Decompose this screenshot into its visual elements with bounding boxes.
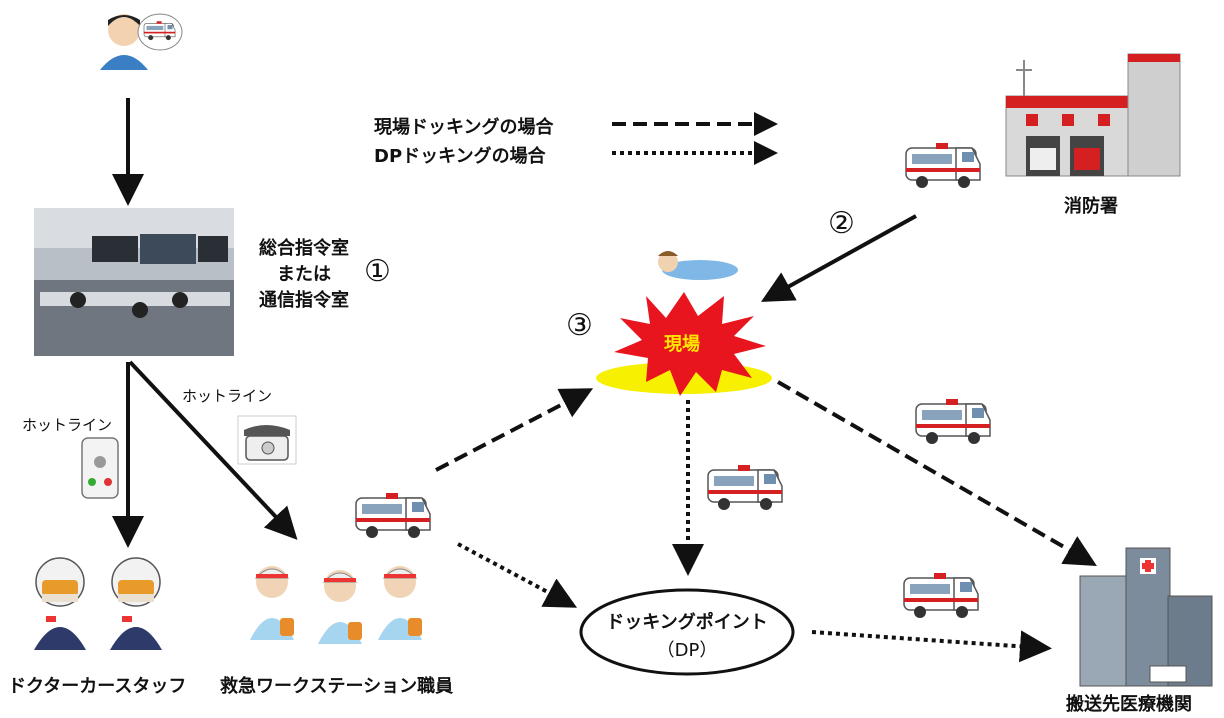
docking-point-label: ドッキングポイント [606, 612, 768, 633]
command-center-line3: 通信指令室 [259, 290, 349, 311]
ambulance-fire-station [905, 142, 981, 189]
scene-label: 現場 [664, 334, 700, 355]
step-1-marker: ① [364, 254, 391, 289]
hotline-right-label: ホットライン [182, 387, 273, 405]
ws-staff-illustration [249, 565, 423, 645]
caller-illustration [100, 13, 183, 70]
arrow-fire-to-scene [761, 214, 917, 302]
arrow-center-to-ws [128, 360, 298, 540]
docking-point-ellipse [579, 588, 795, 676]
ambulance-ws [355, 492, 431, 539]
doctor-car-staff-label: ドクターカースタッフ [8, 676, 187, 697]
scene-marker [596, 292, 772, 396]
command-center-photo [34, 208, 234, 356]
arrow-dp-to-hospital [811, 630, 1052, 663]
command-center-line1: 総合指令室 [259, 238, 349, 259]
hospital-illustration [1079, 547, 1213, 687]
hospital-label: 搬送先医療機関 [1066, 694, 1192, 715]
telephone-icon [237, 415, 297, 465]
command-center-line2: または [277, 264, 331, 285]
arrow-ws-to-scene [435, 388, 594, 472]
arrows [112, 98, 1097, 663]
ambulance-scene-dp [707, 464, 783, 511]
docking-point-abbrev: （DP） [656, 640, 718, 661]
arrow-scene-to-hospital [777, 380, 1097, 566]
fire-station-illustration [1005, 53, 1181, 177]
fire-station-label: 消防署 [1064, 196, 1118, 217]
legend-dp-label: DPドッキングの場合 [374, 146, 546, 167]
legend-genba-label: 現場ドッキングの場合 [374, 117, 554, 138]
arrow-ws-to-dp [457, 542, 578, 608]
ambulance-scene-hospital [915, 398, 991, 445]
ambulance-dp-hospital [903, 572, 979, 619]
hotline-left-label: ホットライン [22, 416, 113, 434]
step-2-marker: ② [828, 206, 855, 241]
smartphone-icon [81, 437, 119, 499]
patient-illustration [658, 251, 738, 280]
ws-staff-label: 救急ワークステーション職員 [220, 676, 454, 697]
doctor-car-staff-illustration [33, 557, 163, 651]
step-3-marker: ③ [566, 308, 593, 343]
